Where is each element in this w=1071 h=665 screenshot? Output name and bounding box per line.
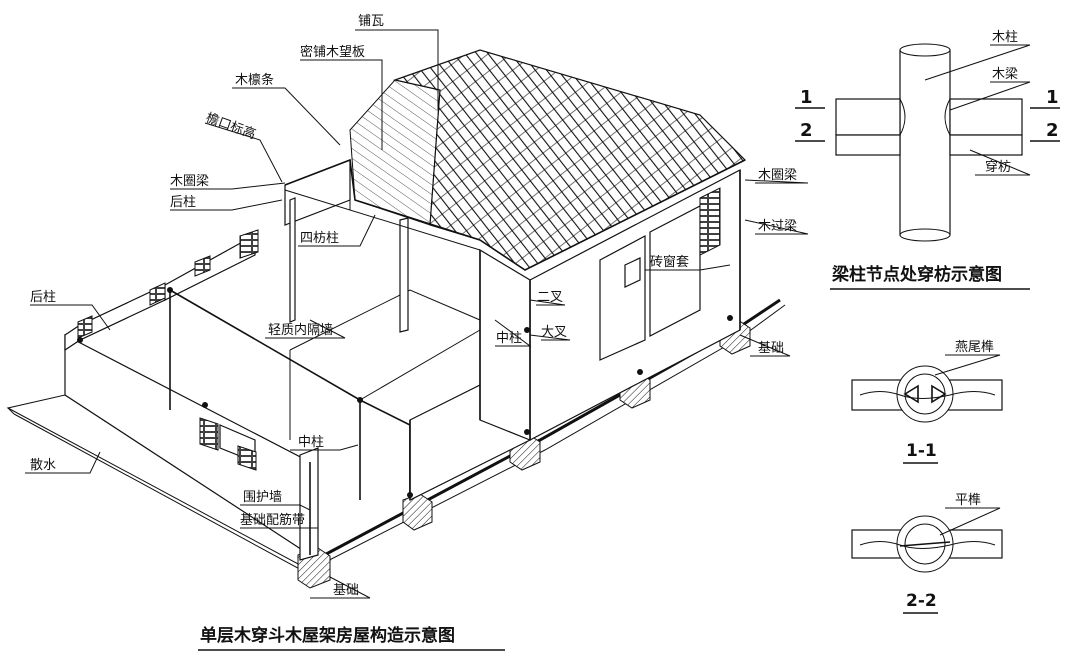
label-ji-chu-pei: 基础配筋带 [240,512,305,528]
label-mu-lin: 木檩条 [235,72,274,88]
label-mu-guo-liang: 木过梁 [758,219,797,234]
label-yan-kou: 檐口标高 [204,110,258,143]
mark-1-left: 1 [800,87,813,108]
label-si-fang-zhu: 四枋柱 [300,230,339,246]
section-label-1: 1-1 [906,441,937,461]
detail-title: 梁柱节点处穿枋示意图 [831,264,1002,285]
label-wei-hu: 围护墙 [243,490,282,505]
side-window [699,187,721,256]
label-hou-zhu-top: 后柱 [170,195,196,210]
post-joints [77,287,733,498]
mark-2-right: 2 [1046,120,1059,141]
building-illustration [6,49,786,589]
mark-1-right: 1 [1046,87,1059,108]
joint-detail [795,43,1060,242]
label-zhong-zhu-left: 中柱 [298,435,324,450]
label-mu-liang: 木梁 [992,67,1018,82]
label-pu-wa: 铺瓦 [358,14,384,29]
label-ji-chu-right: 基础 [758,341,784,356]
section-2-2 [851,507,1003,573]
label-mu-zhu: 木柱 [992,30,1018,45]
label-yan-wei-sun: 燕尾榫 [955,340,994,355]
label-ji-chu-bottom: 基础 [333,583,359,598]
label-mu-quan-liang-left: 木圈梁 [170,174,209,189]
section-label-2: 2-2 [906,591,937,611]
label-da-cha: 大叉 [541,325,567,340]
label-ping-sun: 平榫 [955,493,981,508]
main-title: 单层木穿斗木屋架房屋构造示意图 [200,625,455,646]
label-zhong-zhu-right: 中柱 [496,331,522,346]
window-brick [199,417,219,451]
label-mi-pu: 密铺木望板 [300,44,365,60]
label-mu-quan-liang-right: 木圈梁 [758,168,797,183]
foundation-blocks [297,319,751,589]
label-san-shui: 散水 [30,458,56,473]
label-chuan-fang: 穿枋 [985,159,1011,175]
label-er-cha: 二叉 [537,290,563,305]
label-qing-zhi: 轻质内隔墙 [268,322,333,338]
leader-lines [25,29,809,599]
section-1-1 [851,354,1003,423]
label-zhuan-chuang: 砖窗套 [650,254,689,270]
mark-2-left: 2 [800,120,813,141]
label-hou-zhu-left: 后柱 [30,290,56,305]
